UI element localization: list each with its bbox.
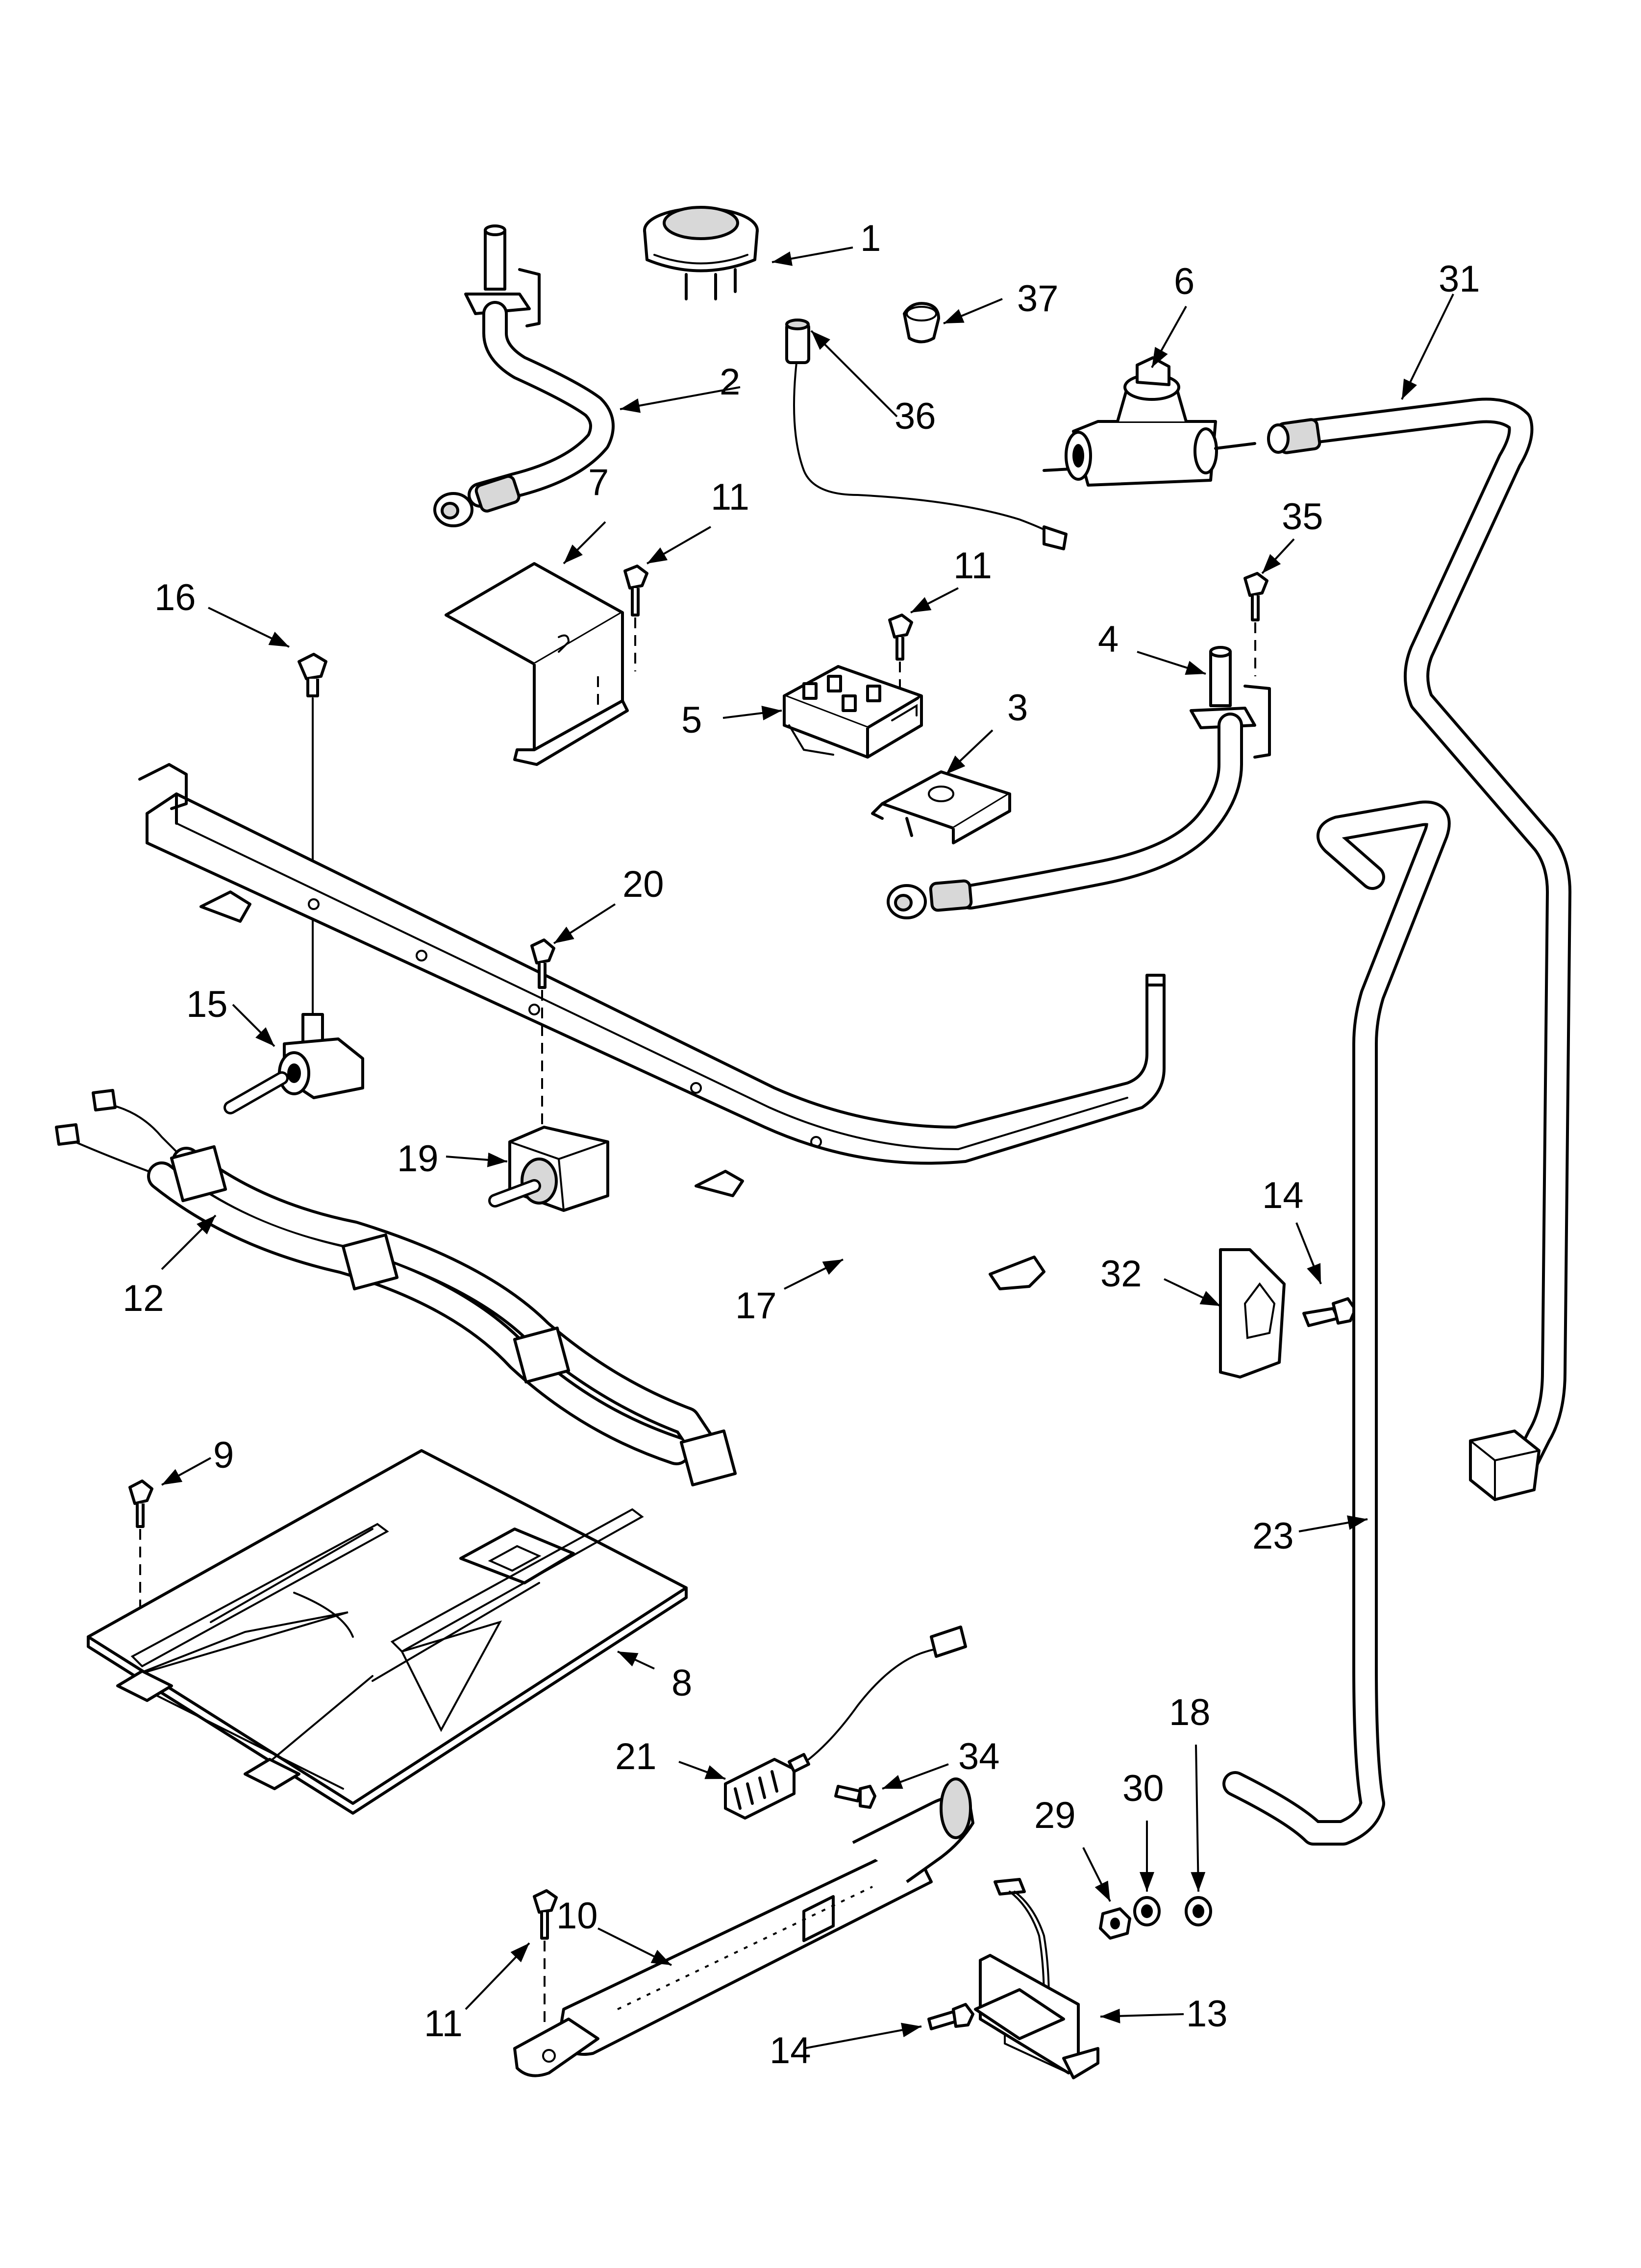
burner-tube-part-2 <box>433 224 615 527</box>
screw-part-11-middle <box>888 614 913 701</box>
screw-part-35 <box>1243 572 1268 676</box>
label-part-4: 4 <box>1098 618 1119 660</box>
label-part-17: 17 <box>735 1285 777 1327</box>
screw-part-34 <box>834 1785 876 1809</box>
label-part-23: 23 <box>1252 1515 1294 1557</box>
manifold-part-17 <box>138 763 1166 1290</box>
label-part-35: 35 <box>1282 496 1323 538</box>
bolt-part-16 <box>298 653 327 1020</box>
infinite-switch-part-19 <box>488 1126 609 1212</box>
base-plate-part-8 <box>87 1449 688 1815</box>
screw-part-14-lower <box>927 2003 974 2030</box>
spark-module-part-5 <box>783 665 923 759</box>
label-part-21: 21 <box>615 1736 657 1777</box>
screw-part-11-lower <box>533 1889 558 2029</box>
label-part-37: 37 <box>1017 278 1059 320</box>
label-part-9: 9 <box>213 1434 234 1476</box>
label-part-18: 18 <box>1169 1692 1211 1733</box>
label-part-29: 29 <box>1034 1795 1076 1836</box>
label-part-11-upper: 11 <box>711 476 749 518</box>
label-part-19: 19 <box>397 1138 439 1180</box>
label-part-13: 13 <box>1186 1993 1228 2035</box>
label-part-34: 34 <box>958 1736 1000 1777</box>
label-part-11-middle: 11 <box>953 545 992 587</box>
screw-part-20 <box>530 938 555 1127</box>
pressure-regulator-part-6 <box>1043 356 1256 487</box>
wire-harness-part-12 <box>55 1089 737 1487</box>
oven-burner-part-10 <box>513 1777 974 2077</box>
label-part-11-lower: 11 <box>424 2003 463 2045</box>
bracket-part-32 <box>1219 1248 1286 1379</box>
burner-cap-part-1 <box>643 206 759 300</box>
fitting-part-18 <box>1185 1896 1212 1926</box>
screw-part-9 <box>128 1479 153 1627</box>
gas-tube-part-31 <box>1267 397 1571 1501</box>
orifice-holder-part-13 <box>974 1878 1099 2079</box>
part-number-labels: 1 2 3 4 5 6 7 8 9 10 11 11 11 12 13 14 1… <box>123 218 1480 2071</box>
electrode-part-36 <box>785 319 1068 550</box>
fitting-part-30 <box>1133 1896 1161 1926</box>
igniter-part-21 <box>724 1626 967 1820</box>
leader-lines <box>161 247 1454 2049</box>
nut-part-29 <box>1099 1907 1131 1940</box>
screw-part-14-upper <box>1302 1297 1357 1327</box>
gas-tube-part-23 <box>1222 800 1451 1846</box>
label-part-14-upper: 14 <box>1262 1175 1304 1216</box>
label-part-14-lower: 14 <box>770 2030 811 2071</box>
gas-valve-part-15 <box>224 1013 364 1114</box>
label-part-8: 8 <box>671 1662 692 1704</box>
label-part-31: 31 <box>1439 258 1480 300</box>
label-part-16: 16 <box>154 577 196 618</box>
label-part-15: 15 <box>186 984 228 1025</box>
label-part-32: 32 <box>1100 1253 1142 1295</box>
bracket-part-3 <box>871 770 1011 844</box>
grommet-part-37 <box>903 302 940 344</box>
label-part-12: 12 <box>123 1278 164 1319</box>
label-part-1: 1 <box>860 218 881 259</box>
label-part-10: 10 <box>556 1895 598 1937</box>
label-part-30: 30 <box>1122 1768 1164 1809</box>
label-part-2: 2 <box>720 361 740 403</box>
bracket-part-7 <box>445 562 629 766</box>
label-part-5: 5 <box>681 699 702 741</box>
label-part-7: 7 <box>588 462 609 503</box>
label-part-3: 3 <box>1007 687 1028 729</box>
label-part-20: 20 <box>622 863 664 905</box>
label-part-6: 6 <box>1174 261 1194 302</box>
screw-part-11-upper <box>623 565 648 671</box>
burner-tube-part-4 <box>887 646 1271 919</box>
label-part-36: 36 <box>895 395 936 437</box>
